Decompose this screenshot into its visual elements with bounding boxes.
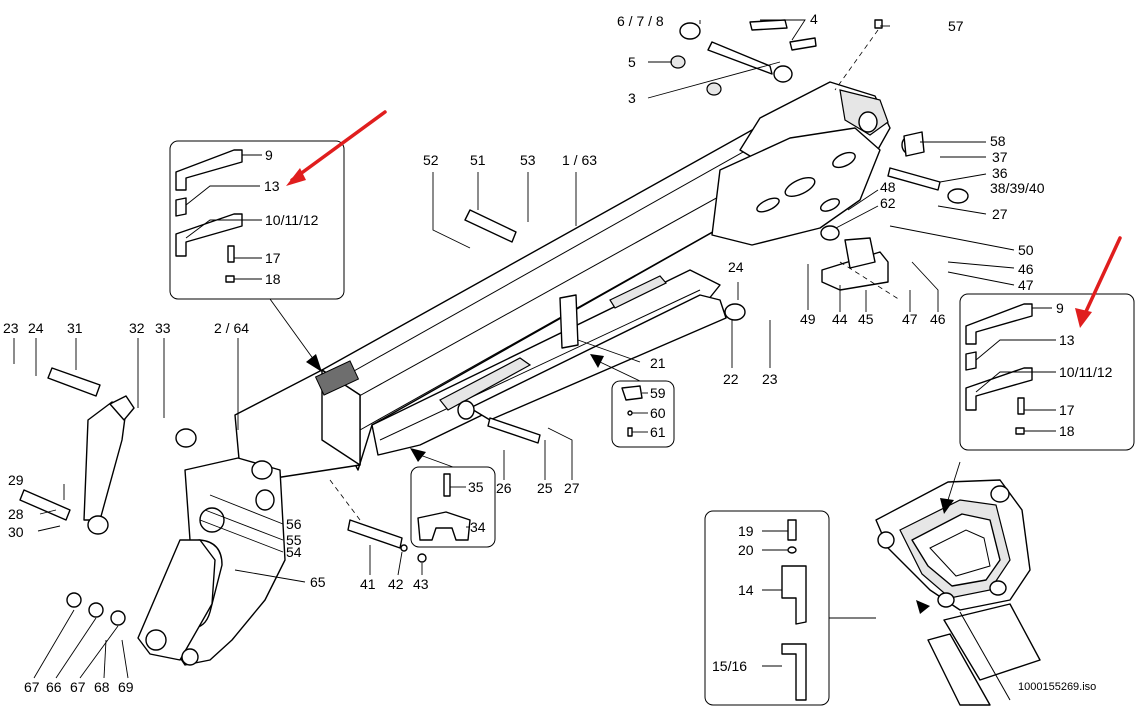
label-52: 52 (423, 152, 439, 168)
label-68: 68 (94, 679, 110, 695)
label-41: 41 (360, 576, 376, 592)
label-3: 3 (628, 90, 636, 106)
box-right-label-17: 17 (1059, 402, 1075, 418)
label-62: 62 (880, 195, 896, 211)
label-65: 65 (310, 574, 326, 590)
label-35: 35 (468, 479, 484, 495)
label-23-left: 23 (3, 320, 19, 336)
label-60: 60 (650, 405, 666, 421)
inset-box-left (169, 140, 345, 372)
label-27-mid: 27 (564, 480, 580, 496)
box-bottom-label-15-16: 15/16 (712, 658, 747, 674)
label-50: 50 (1018, 242, 1034, 258)
label-67-b: 67 (70, 679, 86, 695)
box-right-label-13: 13 (1059, 332, 1075, 348)
inset-box-59-61 (590, 354, 675, 448)
label-42: 42 (388, 576, 404, 592)
box-right-label-18: 18 (1059, 423, 1075, 439)
label-47-mid: 47 (902, 311, 918, 327)
box-right-label-10-11-12: 10/11/12 (1059, 364, 1113, 380)
label-5: 5 (628, 54, 636, 70)
label-43: 43 (413, 576, 429, 592)
label-51: 51 (470, 152, 486, 168)
label-21: 21 (650, 355, 666, 371)
label-22: 22 (723, 371, 739, 387)
label-4: 4 (810, 11, 818, 27)
label-32: 32 (129, 320, 145, 336)
label-59: 59 (650, 385, 666, 401)
box-left-label-9: 9 (265, 147, 273, 163)
label-49: 49 (800, 311, 816, 327)
label-1-63: 1 / 63 (562, 152, 597, 168)
label-45: 45 (858, 311, 874, 327)
box-left-label-17: 17 (265, 250, 281, 266)
box-left-label-18: 18 (265, 271, 281, 287)
box-left-label-13: 13 (264, 178, 280, 194)
label-58: 58 (990, 133, 1006, 149)
machine-detail (875, 461, 1041, 706)
label-54: 54 (286, 544, 302, 560)
drawing-file-name: 1000155269.iso (1018, 681, 1096, 693)
label-36: 36 (992, 165, 1008, 181)
box-left-label-10-11-12: 10/11/12 (265, 212, 319, 228)
label-2-64: 2 / 64 (214, 320, 249, 336)
loose-parts (19, 19, 969, 626)
inset-box-34-35 (410, 448, 496, 548)
box-bottom-label-19: 19 (738, 523, 754, 539)
label-53: 53 (520, 152, 536, 168)
label-29: 29 (8, 472, 24, 488)
label-61: 61 (650, 424, 666, 440)
label-48: 48 (880, 179, 896, 195)
boom-assembly (83, 81, 891, 666)
label-66: 66 (46, 679, 62, 695)
label-27-top: 27 (992, 206, 1008, 222)
label-47-top: 47 (1018, 277, 1034, 293)
label-55: 55 (286, 532, 302, 548)
red-arrows (286, 110, 1122, 328)
label-30: 30 (8, 524, 24, 540)
label-24-mid: 24 (728, 259, 744, 275)
leader-lines (13, 19, 1015, 679)
label-67-a: 67 (24, 679, 40, 695)
box-right-label-9: 9 (1056, 300, 1064, 316)
label-56: 56 (286, 516, 302, 532)
label-6-7-8: 6 / 7 / 8 (617, 13, 664, 29)
label-46-top: 46 (1018, 261, 1034, 277)
label-38-39-40: 38/39/40 (990, 180, 1045, 196)
box-bottom-label-14: 14 (738, 582, 754, 598)
label-37: 37 (992, 149, 1008, 165)
label-34: 34 (470, 519, 486, 535)
label-69: 69 (118, 679, 134, 695)
label-25: 25 (537, 480, 553, 496)
label-24-left: 24 (28, 320, 44, 336)
label-28: 28 (8, 506, 24, 522)
label-26: 26 (496, 480, 512, 496)
label-46-mid: 46 (930, 311, 946, 327)
inset-box-right (959, 293, 1135, 451)
inset-box-bottom (704, 510, 876, 706)
part-labels: 6 / 7 / 8 4 57 5 3 52 51 53 1 / 63 58 37… (3, 11, 1113, 695)
label-44: 44 (832, 311, 848, 327)
label-33: 33 (155, 320, 171, 336)
box-bottom-label-20: 20 (738, 542, 754, 558)
label-31: 31 (67, 320, 83, 336)
label-23-mid: 23 (762, 371, 778, 387)
label-57: 57 (948, 18, 964, 34)
